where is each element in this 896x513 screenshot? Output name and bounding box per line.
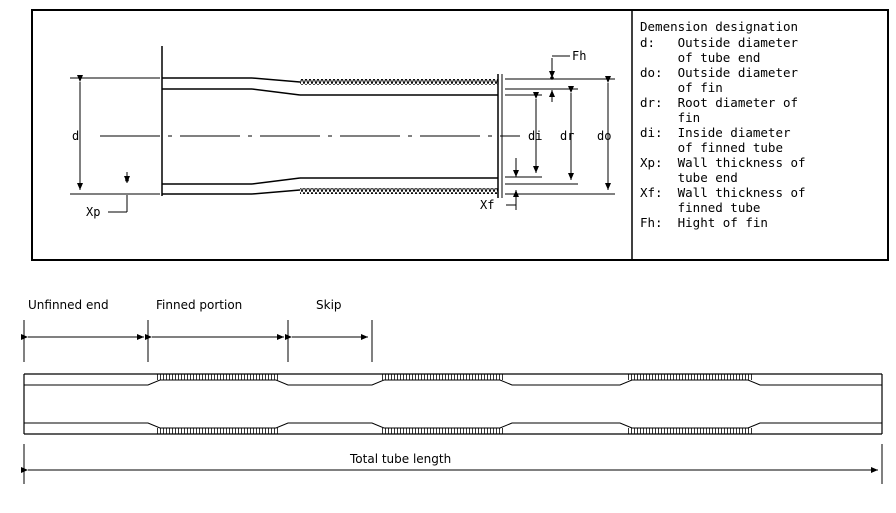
legend-line: of tube end — [640, 50, 760, 65]
legend-box — [631, 9, 889, 261]
dimension-d — [70, 75, 160, 195]
label-skip: Skip — [316, 298, 342, 312]
label-do: do — [597, 129, 611, 143]
long-tube-drawing — [23, 373, 883, 435]
legend-line: Xf: Wall thickness of — [640, 185, 806, 200]
tube-section-drawing — [100, 46, 520, 198]
dimension-dr — [505, 86, 578, 185]
legend-title: Demension designation — [640, 19, 798, 34]
label-total-length: Total tube length — [349, 452, 451, 466]
label-xf: Xf — [480, 198, 494, 212]
label-fh: Fh — [572, 49, 586, 63]
dimension-di — [505, 92, 542, 178]
legend-line: of fin — [640, 80, 723, 95]
dimension-fh — [549, 55, 570, 102]
legend-line: d: Outside diameter — [640, 35, 799, 50]
legend-line: di: Inside diameter — [640, 125, 791, 140]
dimension-do — [505, 76, 615, 195]
legend-line: of finned tube — [640, 140, 783, 155]
legend-line: Fh: Hight of fin — [640, 215, 768, 230]
legend-line: dr: Root diameter of — [640, 95, 798, 110]
dimension-xp — [108, 172, 130, 213]
legend-line: Xp: Wall thickness of — [640, 155, 806, 170]
label-dr: dr — [560, 129, 574, 143]
dimension-total-length — [21, 444, 883, 484]
label-d: d — [72, 129, 79, 143]
label-unfinned-end: Unfinned end — [28, 298, 109, 312]
segment-dimensions — [21, 320, 373, 362]
legend-line: tube end — [640, 170, 738, 185]
legend-line: finned tube — [640, 200, 760, 215]
label-di: di — [528, 129, 542, 143]
dimension-xf — [506, 158, 519, 210]
label-xp: Xp — [86, 205, 100, 219]
legend-line: fin — [640, 110, 700, 125]
label-finned-portion: Finned portion — [156, 298, 242, 312]
legend-line: do: Outside diameter — [640, 65, 799, 80]
